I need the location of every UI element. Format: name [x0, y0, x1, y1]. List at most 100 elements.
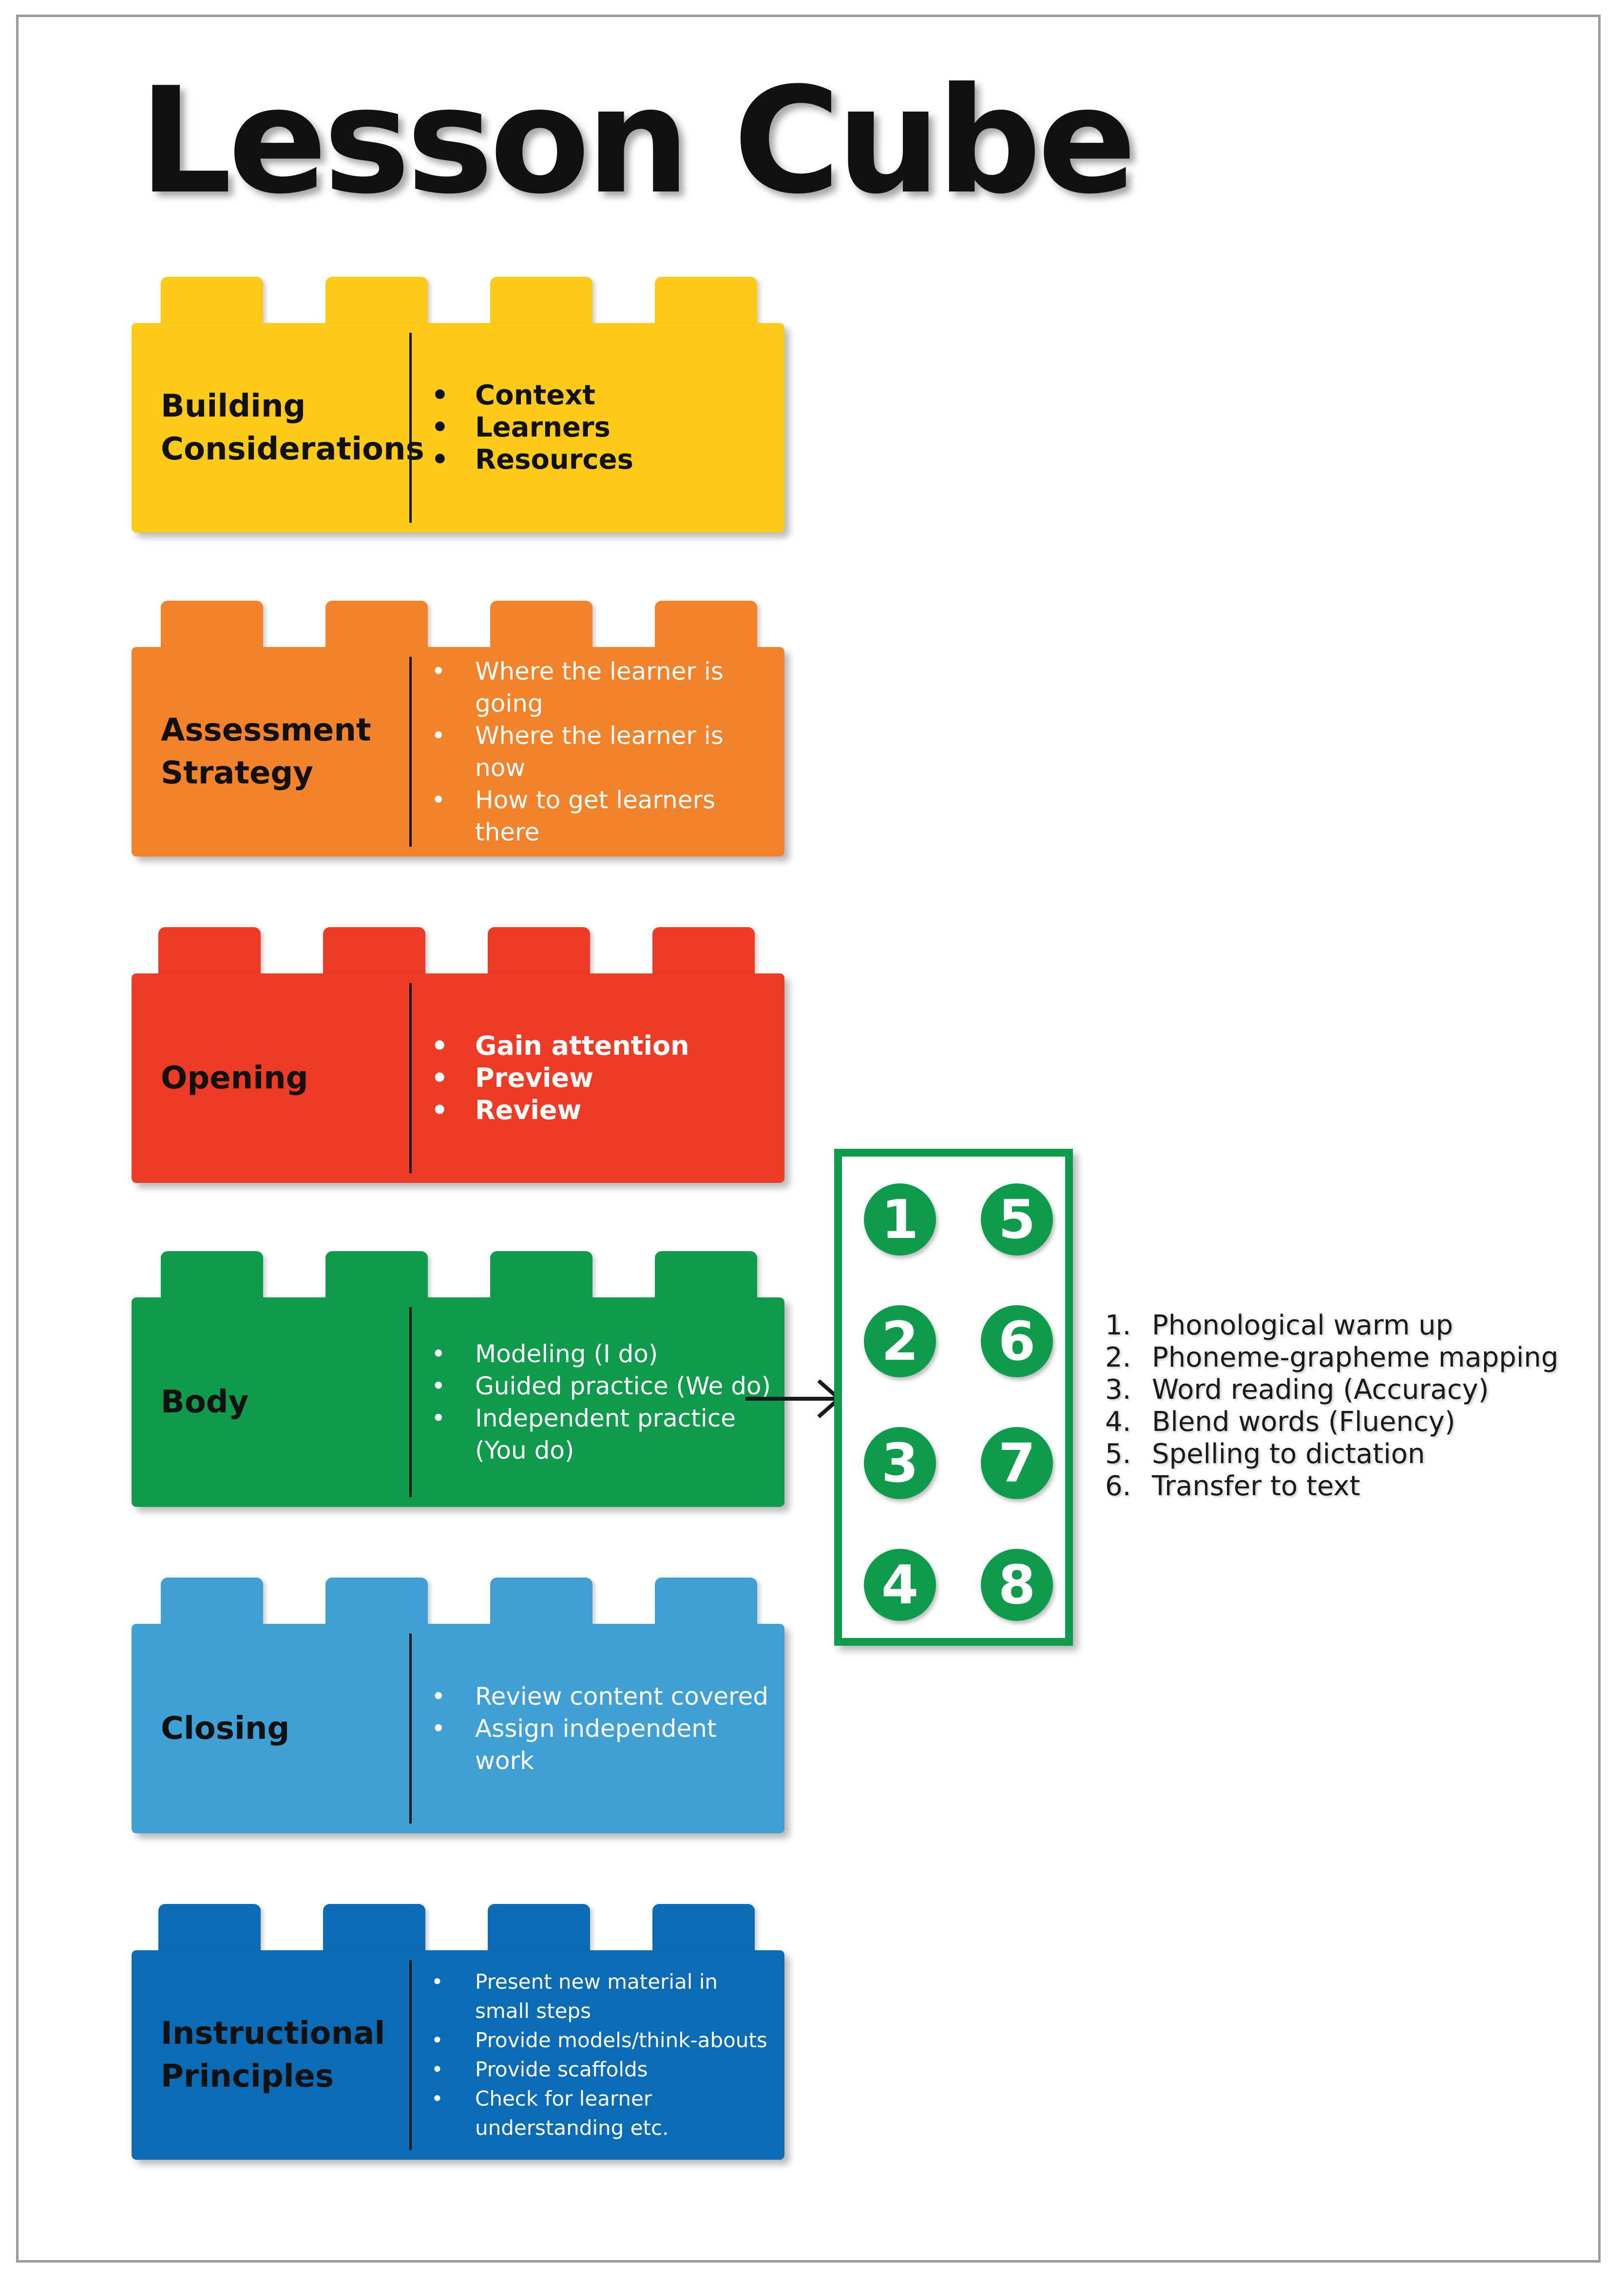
bullet-item: Assign independent work — [421, 1712, 775, 1777]
step-number: 1. — [1105, 1310, 1131, 1341]
bullet-item: Provide scaffolds — [421, 2055, 775, 2084]
bullet-list: Context Learners Resources — [421, 323, 775, 533]
bullet-list: Where the learner is going Where the lea… — [421, 647, 775, 856]
step-item: 1. Phonological warm up — [1105, 1310, 1558, 1342]
brick-stud — [325, 1578, 428, 1631]
step-text: Phonological warm up — [1152, 1310, 1453, 1341]
brick-opening: Opening Gain attention Preview Review — [132, 927, 789, 1185]
brick-stud — [161, 601, 263, 654]
brick-stud — [490, 1578, 592, 1631]
bullet-list: Present new material in small steps Prov… — [421, 1950, 775, 2160]
numbered-grid: 1 5 2 6 3 7 4 8 — [834, 1149, 1073, 1646]
brick-stud — [655, 1251, 757, 1305]
number-circle: 1 — [864, 1183, 936, 1256]
brick-stud — [158, 927, 261, 981]
brick-stud — [655, 277, 757, 330]
step-item: 5. Spelling to dictation — [1105, 1438, 1558, 1470]
brick-building-considerations: Building Considerations Context Learners… — [132, 277, 789, 535]
step-item: 3. Word reading (Accuracy) — [1105, 1374, 1558, 1406]
bullet-item: Review content covered — [421, 1680, 775, 1712]
step-item: 6. Transfer to text — [1105, 1470, 1558, 1503]
brick-body: Instructional Principles Present new mat… — [132, 1950, 784, 2160]
brick-body: Closing Review content covered Assign in… — [132, 1624, 784, 1833]
brick-instructional-principles: Instructional Principles Present new mat… — [132, 1904, 789, 2162]
bullet-item: Where the learner is now — [421, 720, 775, 784]
bullet-item: How to get learners there — [421, 784, 775, 848]
brick-stud — [655, 1578, 757, 1631]
bullet-item: Guided practice (We do) — [421, 1370, 775, 1402]
number-circle: 7 — [981, 1427, 1053, 1499]
number-circle: 6 — [981, 1305, 1053, 1377]
divider — [409, 1634, 412, 1824]
brick-stud — [161, 1578, 263, 1631]
bullet-item: Context — [421, 380, 775, 412]
bullet-item: Resources — [421, 444, 775, 476]
brick-body: Opening Gain attention Preview Review — [132, 973, 784, 1183]
number-circle: 5 — [981, 1183, 1053, 1256]
bullet-item: Review — [421, 1094, 775, 1126]
step-text: Word reading (Accuracy) — [1152, 1374, 1489, 1406]
bullet-item: Independent practice (You do) — [421, 1402, 775, 1466]
bullet-item: Where the learner is going — [421, 655, 775, 720]
divider — [409, 1307, 412, 1497]
brick-stud — [490, 1251, 592, 1305]
bullet-list: Review content covered Assign independen… — [421, 1624, 775, 1833]
step-number: 2. — [1105, 1342, 1131, 1373]
brick-body-section: Body Modeling (I do) Guided practice (We… — [132, 1251, 789, 1509]
step-item: 4. Blend words (Fluency) — [1105, 1406, 1558, 1438]
brick-stud — [323, 927, 425, 981]
brick-label: Instructional Principles — [161, 2016, 385, 2094]
bullet-list: Gain attention Preview Review — [421, 973, 775, 1183]
bullet-list: Modeling (I do) Guided practice (We do) … — [421, 1297, 775, 1507]
brick-label: Opening — [161, 1060, 308, 1096]
brick-body: Assessment Strategy Where the learner is… — [132, 647, 784, 856]
page-title: Lesson Cube — [139, 56, 1137, 226]
number-circle: 3 — [864, 1427, 936, 1499]
step-text: Spelling to dictation — [1152, 1438, 1425, 1470]
step-number: 3. — [1105, 1374, 1131, 1406]
brick-stud — [490, 601, 592, 654]
bullet-item: Gain attention — [421, 1030, 775, 1062]
step-text: Transfer to text — [1152, 1470, 1360, 1502]
steps-list: 1. Phonological warm up 2. Phoneme-graphem… — [1105, 1310, 1558, 1503]
divider — [409, 983, 412, 1173]
step-number: 5. — [1105, 1438, 1131, 1470]
brick-stud — [158, 1904, 261, 1958]
brick-stud — [323, 1904, 425, 1958]
divider — [409, 333, 412, 523]
bullet-item: Provide models/think-abouts — [421, 2026, 775, 2055]
brick-stud — [652, 927, 755, 981]
brick-stud — [488, 927, 590, 981]
bullet-item: Modeling (I do) — [421, 1338, 775, 1370]
number-circle: 2 — [864, 1305, 936, 1377]
brick-stud — [652, 1904, 755, 1958]
divider — [409, 657, 412, 847]
brick-label: Closing — [161, 1711, 290, 1747]
step-number: 6. — [1105, 1470, 1131, 1502]
bullet-item: Present new material in small steps — [421, 1967, 775, 2026]
number-circle: 8 — [981, 1549, 1053, 1621]
brick-stud — [325, 1251, 428, 1305]
brick-stud — [325, 277, 428, 330]
brick-stud — [488, 1904, 590, 1958]
brick-stud — [161, 1251, 263, 1305]
bullet-item: Preview — [421, 1062, 775, 1094]
step-item: 2. Phoneme-grapheme mapping — [1105, 1342, 1558, 1374]
brick-stud — [161, 277, 263, 330]
divider — [409, 1960, 412, 2150]
brick-stud — [325, 601, 428, 654]
brick-label: Body — [161, 1384, 249, 1420]
brick-body: Building Considerations Context Learners… — [132, 323, 784, 533]
arrow-right-icon — [745, 1379, 841, 1419]
bullet-item: Learners — [421, 412, 775, 444]
number-circle: 4 — [864, 1549, 936, 1621]
step-text: Blend words (Fluency) — [1152, 1406, 1455, 1438]
brick-label: Assessment Strategy — [161, 712, 371, 791]
brick-assessment-strategy: Assessment Strategy Where the learner is… — [132, 601, 789, 859]
step-text: Phoneme-grapheme mapping — [1152, 1342, 1559, 1373]
brick-closing: Closing Review content covered Assign in… — [132, 1578, 789, 1836]
brick-label: Building Considerations — [161, 388, 424, 467]
brick-body: Body Modeling (I do) Guided practice (We… — [132, 1297, 784, 1507]
step-number: 4. — [1105, 1406, 1131, 1438]
brick-stud — [490, 277, 592, 330]
